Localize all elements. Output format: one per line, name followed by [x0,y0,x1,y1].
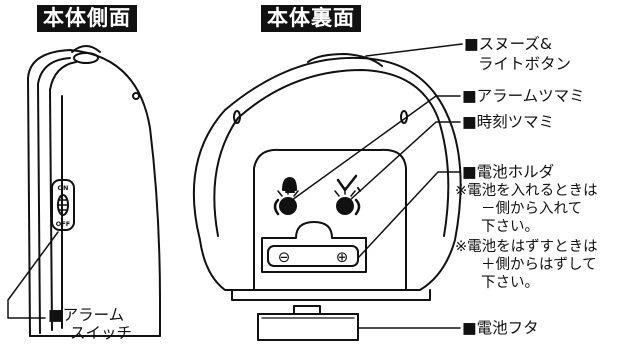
back-view-header: 本体裏面 [261,5,361,32]
switch-on-label: ON [58,184,69,192]
alarm-knob-leader [291,95,461,201]
alarm-knob-label: ■アラームツマミ [462,87,585,105]
switch-off-label: OFF [56,220,70,228]
side-view [27,45,161,337]
battery-remove-note: ※電池をはずすときは ＋側からはずして 下さい。 [455,239,598,291]
battery-cover-label: ■電池フタ [462,319,539,337]
battery-holder[interactable] [267,245,359,267]
time-knob[interactable] [334,187,361,216]
battery-cover[interactable] [257,305,359,341]
alarm-switch[interactable] [51,179,75,231]
battery-insert-note: ※電池を入れるときは －側から入れて 下さい。 [455,183,598,235]
battery-plus-icon: ⊕ [336,248,349,266]
bell-icon [282,177,297,193]
back-view [192,53,462,301]
time-knob-leader [349,121,461,201]
alarm-switch-leader [7,231,59,319]
leader-lines [291,43,463,329]
clock-hands-icon [336,174,361,192]
side-view-header: 本体側面 [37,5,137,32]
time-knob-label: ■時刻ツマミ [462,113,555,131]
snooze-light-label: ■スヌーズ& ライトボタン [464,35,572,73]
alarm-switch-label: ■アラーム スイッチ [48,306,133,342]
battery-holder-leader [357,171,461,259]
snooze-leader [365,43,463,57]
battery-minus-icon: ⊖ [278,248,291,266]
battery-compartment [261,221,367,273]
battery-holder-label: ■電池ホルダ [462,163,555,181]
